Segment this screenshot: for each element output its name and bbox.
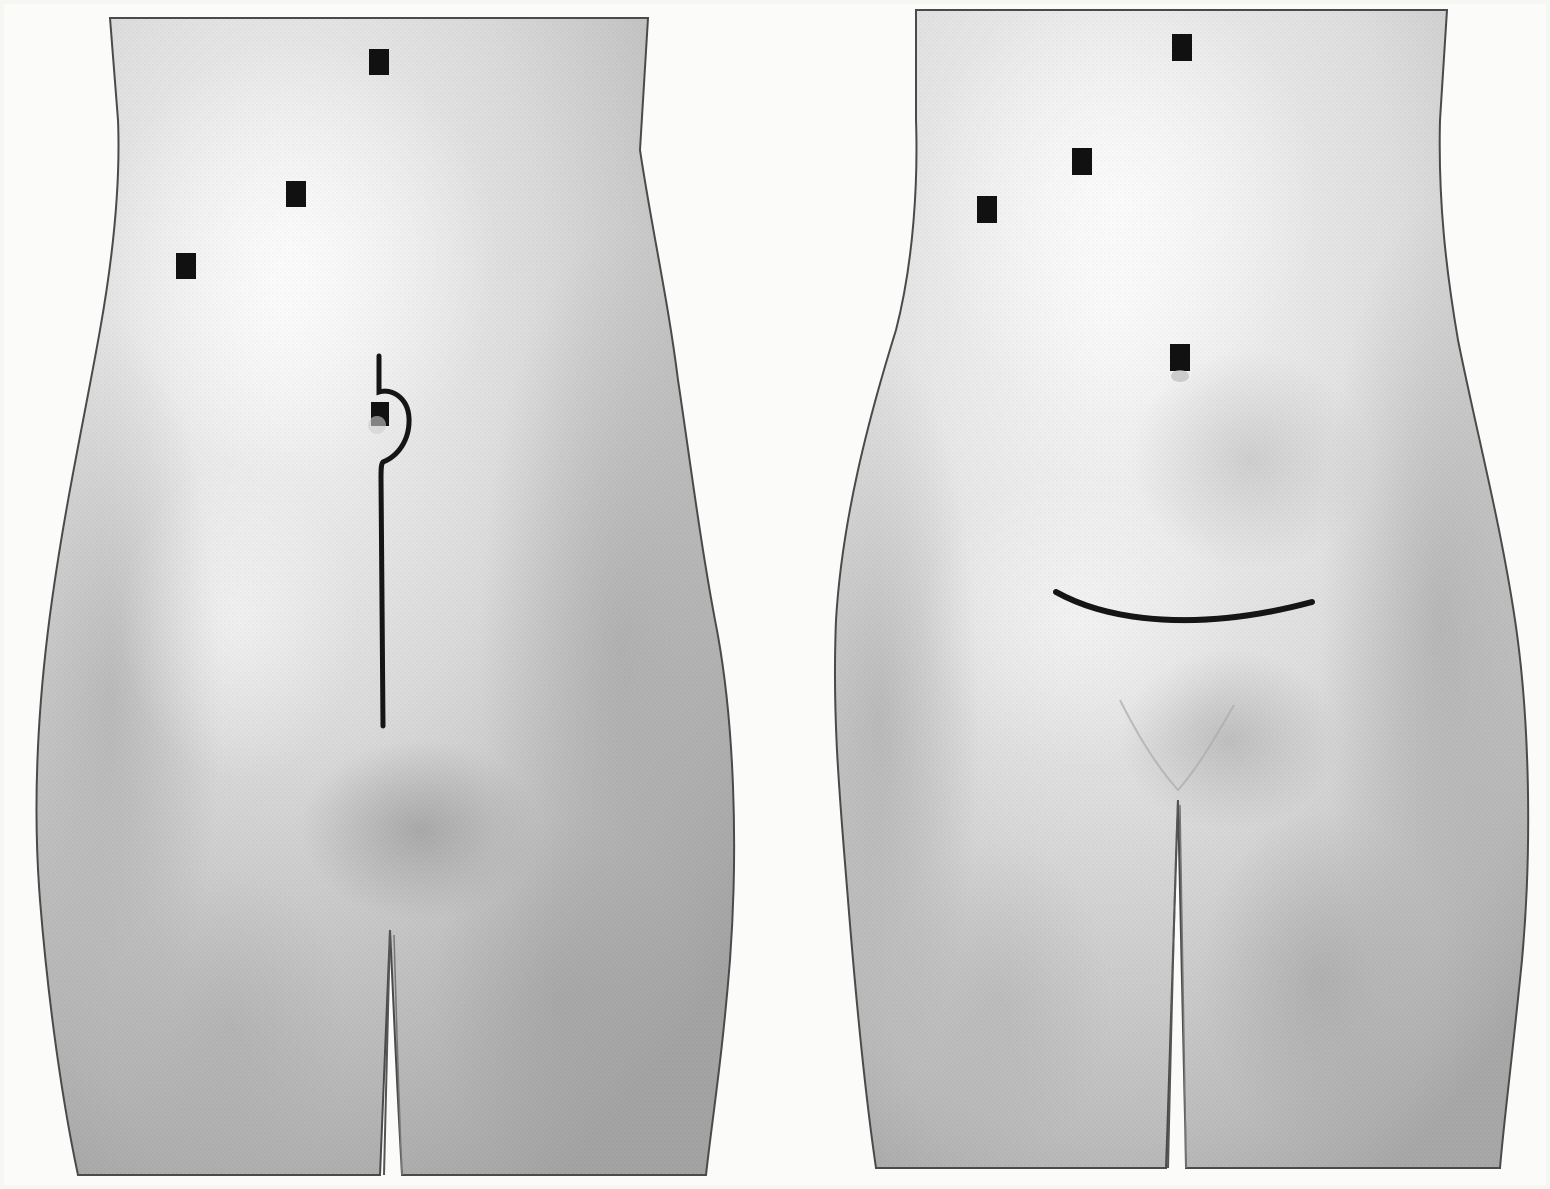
right-umbilicus [1171, 370, 1189, 382]
left-port-marker-upper-midline [369, 49, 389, 75]
left-port-marker-upper-left [286, 181, 306, 207]
left-port-marker-lateral-left [176, 253, 196, 279]
right-port-marker-upper-left [1072, 148, 1092, 175]
left-umbilicus [368, 416, 386, 434]
right-port-marker-umbilical [1170, 344, 1190, 371]
right-port-marker-upper-midline [1172, 34, 1192, 61]
right-port-marker-lateral-left [977, 196, 997, 223]
